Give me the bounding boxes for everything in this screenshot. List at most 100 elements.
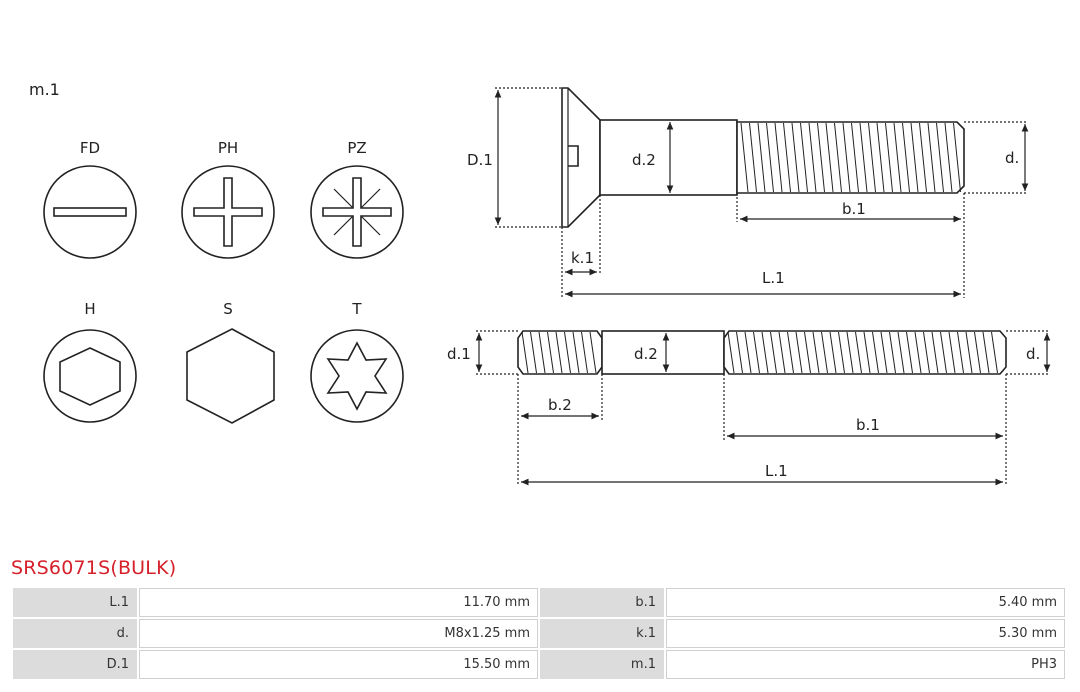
spec-value-head-height: 5.30 mm bbox=[666, 619, 1065, 648]
thread-line bbox=[910, 122, 919, 193]
thread-line bbox=[838, 331, 845, 374]
product-title: SRS6071S(BULK) bbox=[11, 557, 177, 579]
thread-line bbox=[538, 331, 546, 374]
thread-line bbox=[547, 331, 554, 374]
thread-line bbox=[965, 331, 973, 374]
spec-key-drive-type: m.1 bbox=[540, 650, 664, 679]
spec-key-thread-diameter: d. bbox=[13, 619, 137, 648]
thread-line bbox=[812, 331, 820, 374]
thread-line bbox=[846, 331, 854, 374]
thread-line bbox=[872, 331, 879, 374]
thread-line bbox=[897, 331, 905, 374]
thread-line bbox=[893, 122, 902, 193]
flat-slot-drive-icon bbox=[43, 165, 137, 259]
thread-line bbox=[572, 331, 580, 374]
thread-line bbox=[589, 331, 597, 374]
thread-line bbox=[982, 331, 990, 374]
thread-line bbox=[914, 331, 922, 374]
spec-value-drive-type: PH3 bbox=[666, 650, 1065, 679]
torx-drive-icon bbox=[310, 329, 404, 423]
drive-code-pz: PZ bbox=[347, 139, 366, 157]
drive-code-fd: FD bbox=[80, 139, 100, 157]
thread-line bbox=[885, 122, 893, 193]
specs-table: L.1 11.70 mm b.1 5.40 mm d. M8x1.25 mm k… bbox=[11, 586, 1067, 681]
spec-key-total-length: L.1 bbox=[13, 588, 137, 617]
stud-long-thread-label: b.1 bbox=[856, 416, 880, 434]
thread-line bbox=[880, 331, 888, 374]
thread-line bbox=[876, 122, 885, 193]
thread-line bbox=[800, 122, 808, 193]
thread-line bbox=[757, 122, 766, 193]
screw-shank-diameter-label: d.2 bbox=[632, 151, 656, 169]
drive-code-s: S bbox=[223, 300, 233, 318]
thread-line bbox=[744, 331, 752, 374]
thread-line bbox=[842, 122, 851, 193]
thread-line bbox=[889, 331, 896, 374]
screw-dimensions: D.1 d.2 d. b.1 k.1 L.1 bbox=[467, 87, 1029, 298]
thread-line bbox=[868, 122, 876, 193]
thread-line bbox=[808, 122, 817, 193]
thread-line bbox=[944, 122, 953, 193]
stud-total-length-label: L.1 bbox=[765, 462, 788, 480]
thread-line bbox=[855, 331, 862, 374]
thread-line bbox=[778, 331, 786, 374]
table-row: D.1 15.50 mm m.1 PH3 bbox=[13, 650, 1065, 679]
thread-line bbox=[863, 331, 871, 374]
spec-key-head-diameter: D.1 bbox=[13, 650, 137, 679]
thread-line bbox=[923, 331, 930, 374]
screw-head-diameter-label: D.1 bbox=[467, 151, 493, 169]
screw-total-length-label: L.1 bbox=[762, 269, 785, 287]
thread-line bbox=[736, 331, 743, 374]
stud-shank-diameter-label: d.2 bbox=[634, 345, 658, 363]
stud-dimensions: d.1 d.2 d. b.2 b.1 L.1 bbox=[447, 330, 1051, 486]
hex-socket-drive-icon bbox=[43, 329, 137, 423]
thread-line bbox=[787, 331, 794, 374]
thread-line bbox=[902, 122, 910, 193]
thread-line bbox=[521, 331, 529, 374]
thread-line bbox=[991, 331, 998, 374]
thread-line bbox=[834, 122, 842, 193]
countersunk-screw-drawing bbox=[561, 87, 965, 228]
thread-line bbox=[931, 331, 939, 374]
thread-line bbox=[821, 331, 828, 374]
external-hex-head-icon bbox=[186, 328, 275, 424]
thread-line bbox=[749, 122, 757, 193]
thread-line bbox=[761, 331, 769, 374]
thread-line bbox=[564, 331, 571, 374]
thread-line bbox=[791, 122, 800, 193]
thread-line bbox=[727, 331, 735, 374]
pozidriv-drive-icon bbox=[310, 165, 404, 259]
thread-line bbox=[581, 331, 588, 374]
thread-line bbox=[957, 331, 964, 374]
thread-line bbox=[770, 331, 777, 374]
stud-bolt-drawing bbox=[517, 330, 1007, 375]
thread-line bbox=[927, 122, 936, 193]
stud-thread-diameter-label: d. bbox=[1026, 345, 1040, 363]
thread-line bbox=[825, 122, 834, 193]
thread-line bbox=[851, 122, 859, 193]
table-row: d. M8x1.25 mm k.1 5.30 mm bbox=[13, 619, 1065, 648]
thread-line bbox=[804, 331, 811, 374]
thread-line bbox=[859, 122, 868, 193]
drive-code-h: H bbox=[84, 300, 95, 318]
thread-line bbox=[974, 331, 981, 374]
thread-line bbox=[829, 331, 837, 374]
thread-line bbox=[795, 331, 803, 374]
thread-line bbox=[783, 122, 791, 193]
spec-key-thread-length: b.1 bbox=[540, 588, 664, 617]
drive-types-label: m.1 bbox=[29, 80, 60, 99]
thread-line bbox=[740, 122, 749, 193]
screw-thread-diameter-label: d. bbox=[1005, 149, 1019, 167]
spec-value-thread-diameter: M8x1.25 mm bbox=[139, 619, 538, 648]
thread-line bbox=[530, 331, 537, 374]
thread-line bbox=[953, 122, 961, 193]
screw-thread-length-label: b.1 bbox=[842, 200, 866, 218]
thread-line bbox=[774, 122, 783, 193]
spec-value-head-diameter: 15.50 mm bbox=[139, 650, 538, 679]
thread-line bbox=[940, 331, 947, 374]
spec-value-thread-length: 5.40 mm bbox=[666, 588, 1065, 617]
thread-line bbox=[919, 122, 927, 193]
spec-key-head-height: k.1 bbox=[540, 619, 664, 648]
thread-line bbox=[753, 331, 760, 374]
spec-value-total-length: 11.70 mm bbox=[139, 588, 538, 617]
